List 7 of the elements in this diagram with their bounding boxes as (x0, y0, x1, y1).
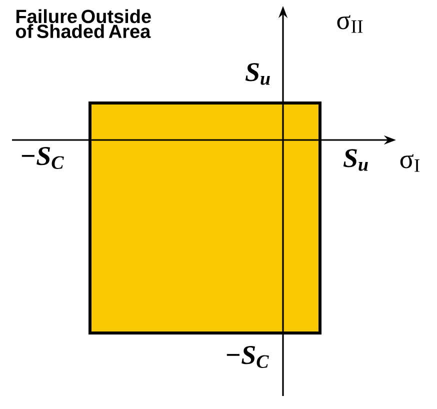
axis-label: σ$_{I}$ (400, 154, 420, 172)
title-text: Failure Outside of Shaded Area (16, 9, 151, 38)
strength-label: S$_{u}$ (343, 149, 368, 171)
strength-label: S$_{u}$ (245, 63, 270, 85)
strength-label: −S$_{C}$ (226, 346, 269, 368)
axis-label: σ$_{II}$ (337, 15, 363, 33)
strength-label: −S$_{C}$ (22, 147, 64, 169)
